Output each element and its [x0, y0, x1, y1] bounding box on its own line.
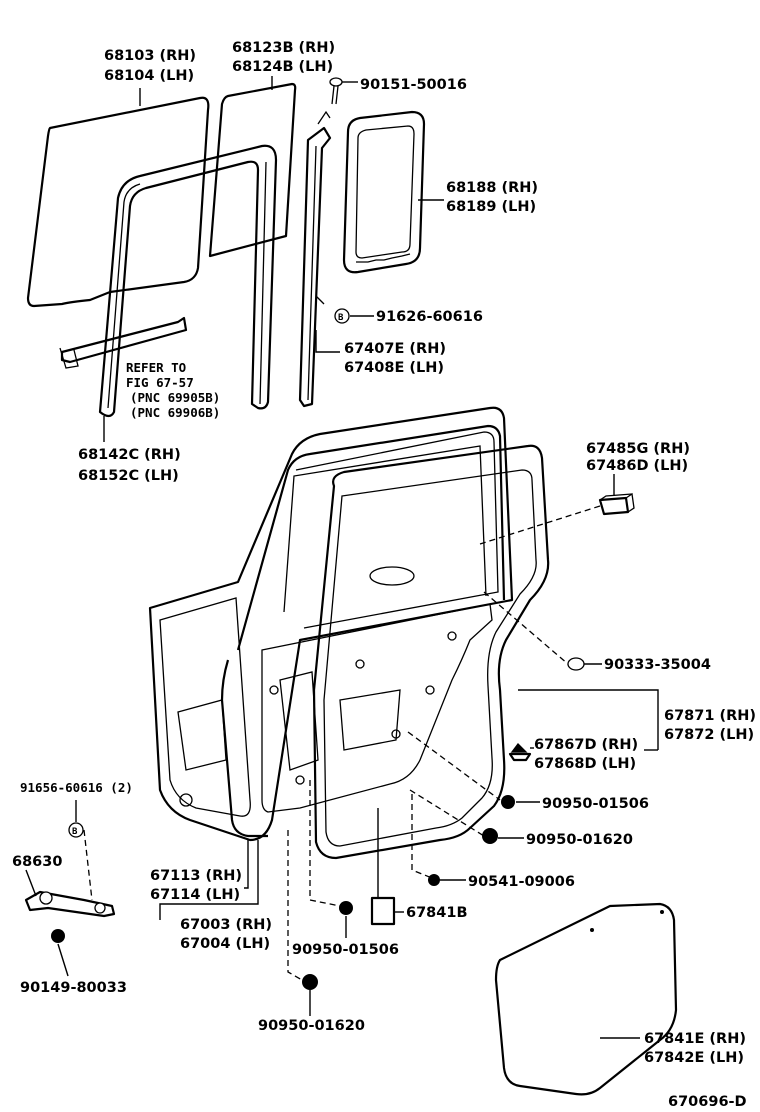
push-clip-label-rh: 67867D (RH) — [534, 737, 638, 753]
hole-plug-1620b-label: 90950-01620 — [258, 1018, 365, 1034]
leader-lines — [25, 76, 659, 1039]
hole-plug-1620a-label: 90950-01620 — [526, 832, 633, 848]
hole-plug-1506a-drawing — [501, 795, 515, 809]
lower-sash-channel-drawing — [59, 316, 188, 369]
refer-label-2: FIG 67-57 — [126, 375, 194, 390]
hole-plug-1620a-drawing — [482, 828, 498, 844]
hole-plug-1506a-label: 90950-01506 — [542, 796, 649, 812]
division-channel-drawing — [298, 110, 332, 408]
push-clip-drawing — [508, 743, 532, 762]
door-weatherstrip-label-rh: 67871 (RH) — [664, 708, 756, 724]
svg-text:B: B — [338, 313, 344, 323]
cover-small-label: 67841B — [406, 905, 468, 921]
refer-label-3: (PNC 69905B) — [130, 390, 220, 405]
quarter-weatherstrip-label-lh: 68189 (LH) — [446, 199, 536, 215]
door-frame-drawing — [220, 424, 506, 838]
plug-drawing — [567, 657, 585, 671]
cover-small-drawing — [370, 896, 396, 926]
service-cover-drawing — [494, 902, 678, 1096]
quarter-glass-drawing — [208, 82, 297, 258]
run-channel-label-rh: 68142C (RH) — [78, 447, 181, 463]
clip-b-label: 91626-60616 — [376, 309, 483, 325]
door-label-lh: 67004 (LH) — [180, 936, 270, 952]
hole-plug-1620b-drawing — [302, 974, 318, 990]
inner-panel-drawing — [261, 603, 493, 813]
refer-label-4: (PNC 69906B) — [130, 405, 220, 420]
door-check-drawing: B — [24, 822, 116, 943]
channel-label-rh: 67407E (RH) — [344, 341, 446, 357]
panel-label-lh: 67114 (LH) — [150, 887, 240, 903]
figure-id-label: 670696-D — [668, 1094, 747, 1110]
door-weatherstrip-label-lh: 67872 (LH) — [664, 727, 754, 743]
service-cover-label-lh: 67842E (LH) — [644, 1050, 744, 1066]
seal-pad-drawing — [598, 492, 635, 516]
clip-b-drawing: B — [315, 295, 350, 324]
plug-label: 90333-35004 — [604, 657, 711, 673]
seal-pad-label-lh: 67486D (LH) — [586, 458, 688, 474]
check-bolt-clip-label: 91656-60616 (2) — [20, 780, 133, 795]
door-weatherstrip-drawing — [312, 444, 550, 860]
quarter-glass-label-lh: 68124B (LH) — [232, 59, 333, 75]
channel-label-lh: 67408E (LH) — [344, 360, 444, 376]
run-channel-drawing — [98, 144, 278, 418]
hole-plug-1506b-drawing — [339, 901, 353, 915]
door-label-rh: 67003 (RH) — [180, 917, 272, 933]
quarter-weatherstrip-label-rh: 68188 (RH) — [446, 180, 538, 196]
glass-label-lh: 68104 (LH) — [104, 68, 194, 84]
screw-top-drawing — [329, 77, 343, 105]
service-cover-label-rh: 67841E (RH) — [644, 1031, 746, 1047]
door-check-label: 68630 — [12, 854, 62, 870]
screw-top-label: 90151-50016 — [360, 77, 467, 93]
glass-label-rh: 68103 (RH) — [104, 48, 196, 64]
panel-label-rh: 67113 (RH) — [150, 868, 242, 884]
door-glass-drawing — [26, 96, 210, 308]
hole-plug-1506b-label: 90950-01506 — [292, 942, 399, 958]
quarter-glass-label-rh: 68123B (RH) — [232, 40, 335, 56]
push-clip-label-lh: 67868D (LH) — [534, 756, 636, 772]
seal-pad-label-rh: 67485G (RH) — [586, 441, 690, 457]
grommet-label: 90541-09006 — [468, 874, 575, 890]
bolt-label: 90149-80033 — [20, 980, 127, 996]
run-channel-label-lh: 68152C (LH) — [78, 468, 179, 484]
svg-text:B: B — [72, 827, 78, 837]
grommet-drawing — [428, 874, 440, 886]
quarter-weatherstrip-drawing — [342, 110, 426, 274]
refer-label-1: REFER TO — [126, 360, 186, 375]
